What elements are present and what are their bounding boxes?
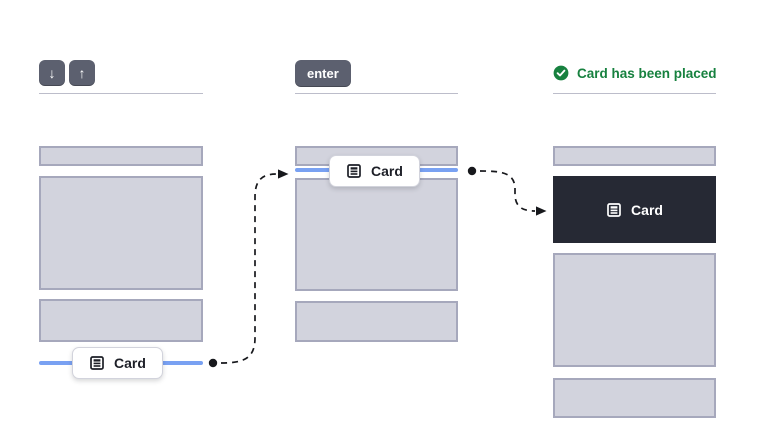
check-circle-icon (553, 65, 569, 81)
card-icon (89, 355, 105, 371)
placeholder-box (295, 301, 458, 342)
placeholder-box (553, 146, 716, 166)
placed-card: Card (553, 176, 716, 243)
step-2-divider (295, 93, 458, 94)
success-status: Card has been placed (553, 65, 717, 81)
success-status-label: Card has been placed (577, 65, 717, 81)
arrow-down-key-icon: ↓ (39, 60, 65, 86)
dashed-arrow-step2-to-step3 (467, 166, 547, 216)
card-label: Card (631, 201, 663, 218)
arrow-up-key-icon: ↑ (69, 60, 95, 86)
placeholder-box (553, 378, 716, 418)
card-icon (606, 202, 622, 218)
placeholder-box (39, 299, 203, 342)
step-1-divider (39, 93, 203, 94)
dragged-card: Card (329, 155, 420, 187)
card-icon (346, 163, 362, 179)
card-label: Card (371, 163, 403, 179)
placeholder-box (39, 176, 203, 290)
dragged-card: Card (72, 347, 163, 379)
card-label: Card (114, 355, 146, 371)
placeholder-box (295, 178, 458, 291)
enter-key-icon: enter (295, 60, 351, 87)
dashed-arrow-step1-to-step2 (208, 169, 289, 368)
step-3-divider (553, 93, 716, 94)
placeholder-box (553, 253, 716, 367)
placeholder-box (39, 146, 203, 166)
